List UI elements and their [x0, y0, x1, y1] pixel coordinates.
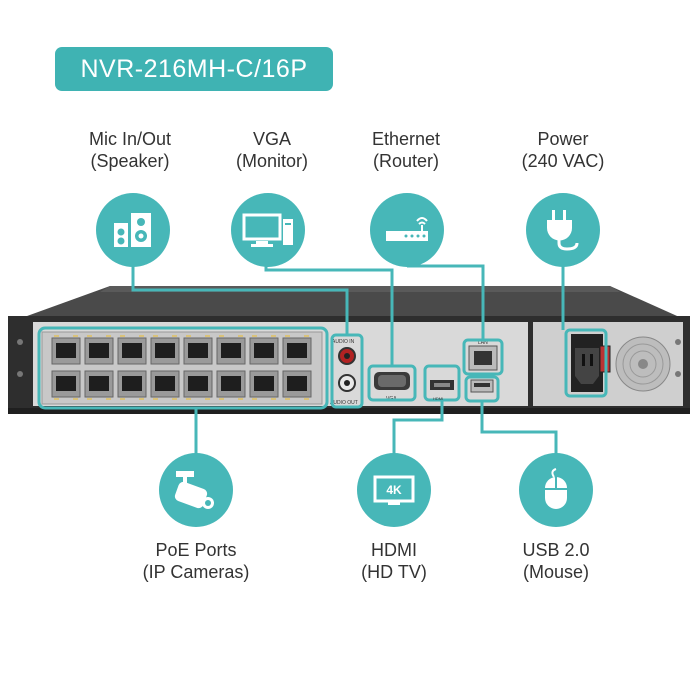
hdmi-circle: 4K — [357, 453, 431, 527]
label-mic: Mic In/Out (Speaker) — [70, 128, 190, 172]
chassis-bottom-edge — [8, 408, 690, 414]
speaker-icon — [114, 213, 151, 247]
poe-port — [216, 335, 246, 365]
power-inlet — [571, 334, 603, 392]
label-mic-line1: Mic In/Out — [88, 129, 172, 149]
label-hdmi-line1: HDMI — [371, 540, 417, 560]
power-plug-icon — [547, 210, 579, 251]
monitor-circle — [231, 193, 305, 267]
lan-text: LAN — [478, 340, 488, 346]
mouse-icon — [545, 468, 567, 509]
usb-port — [470, 379, 494, 393]
hdmi-4k-icon: 4K — [373, 475, 415, 505]
label-usb: USB 2.0 (Mouse) — [496, 539, 616, 583]
label-poe: PoE Ports (IP Cameras) — [126, 539, 266, 583]
label-poe-line1: PoE Ports — [155, 540, 237, 560]
label-vga: VGA (Monitor) — [212, 128, 332, 172]
line-hdmi — [392, 400, 444, 455]
label-poe-line2: (IP Cameras) — [142, 562, 250, 582]
poe-port — [150, 370, 180, 400]
power-circle — [526, 193, 600, 267]
label-vga-line2: (Monitor) — [235, 151, 308, 171]
mouse-circle — [519, 453, 593, 527]
router-icon — [386, 217, 428, 241]
audio-jacks: AUDIO IN AUDIO OUT — [330, 339, 358, 406]
fan — [615, 336, 671, 392]
label-hdmi-line2: (HD TV) — [361, 562, 427, 582]
hdmi-panel-text: HDMI — [433, 396, 443, 401]
poe-port — [117, 335, 147, 365]
label-mic-line2: (Speaker) — [90, 151, 170, 171]
camera-circle — [159, 453, 233, 527]
poe-port — [282, 370, 312, 400]
poe-port — [249, 370, 279, 400]
audio-in-text: AUDIO IN — [332, 339, 355, 345]
model-title: NVR-216MH-C/16P — [55, 47, 333, 91]
poe-port — [150, 335, 180, 365]
highlight-poe — [37, 326, 329, 410]
label-ethernet-line1: Ethernet — [371, 129, 441, 149]
label-power-line2: (240 VAC) — [521, 151, 605, 171]
lan-port: LAN — [468, 340, 498, 371]
label-vga-line1: VGA — [252, 129, 291, 149]
label-usb-line2: (Mouse) — [522, 562, 589, 582]
label-ethernet: Ethernet (Router) — [346, 128, 466, 172]
router-circle — [370, 193, 444, 267]
poe-port — [51, 335, 81, 365]
line-mic — [131, 266, 349, 335]
hdmi-4k-text: 4K — [386, 483, 402, 497]
label-ethernet-line2: (Router) — [372, 151, 439, 171]
poe-port — [51, 370, 81, 400]
poe-port — [249, 335, 279, 365]
camera-icon — [174, 471, 214, 509]
highlight-power — [564, 328, 608, 398]
poe-port — [216, 370, 246, 400]
label-hdmi: HDMI (HD TV) — [334, 539, 454, 583]
line-usb — [480, 401, 558, 455]
label-power-line1: Power — [537, 129, 589, 149]
poe-port — [84, 370, 114, 400]
line-ethernet — [407, 264, 485, 340]
label-usb-line1: USB 2.0 — [522, 540, 590, 560]
chassis-top — [16, 286, 686, 320]
poe-port — [282, 335, 312, 365]
label-power: Power (240 VAC) — [503, 128, 623, 172]
poe-port — [183, 370, 213, 400]
audio-out-text: AUDIO OUT — [330, 400, 358, 406]
monitor-icon — [242, 213, 293, 247]
poe-port — [117, 370, 147, 400]
speaker-circle — [96, 193, 170, 267]
hdmi-port — [430, 380, 454, 390]
poe-port — [84, 335, 114, 365]
vga-port: VGA — [374, 372, 410, 402]
poe-ports — [41, 331, 323, 405]
poe-port — [183, 335, 213, 365]
line-vga — [264, 266, 394, 366]
